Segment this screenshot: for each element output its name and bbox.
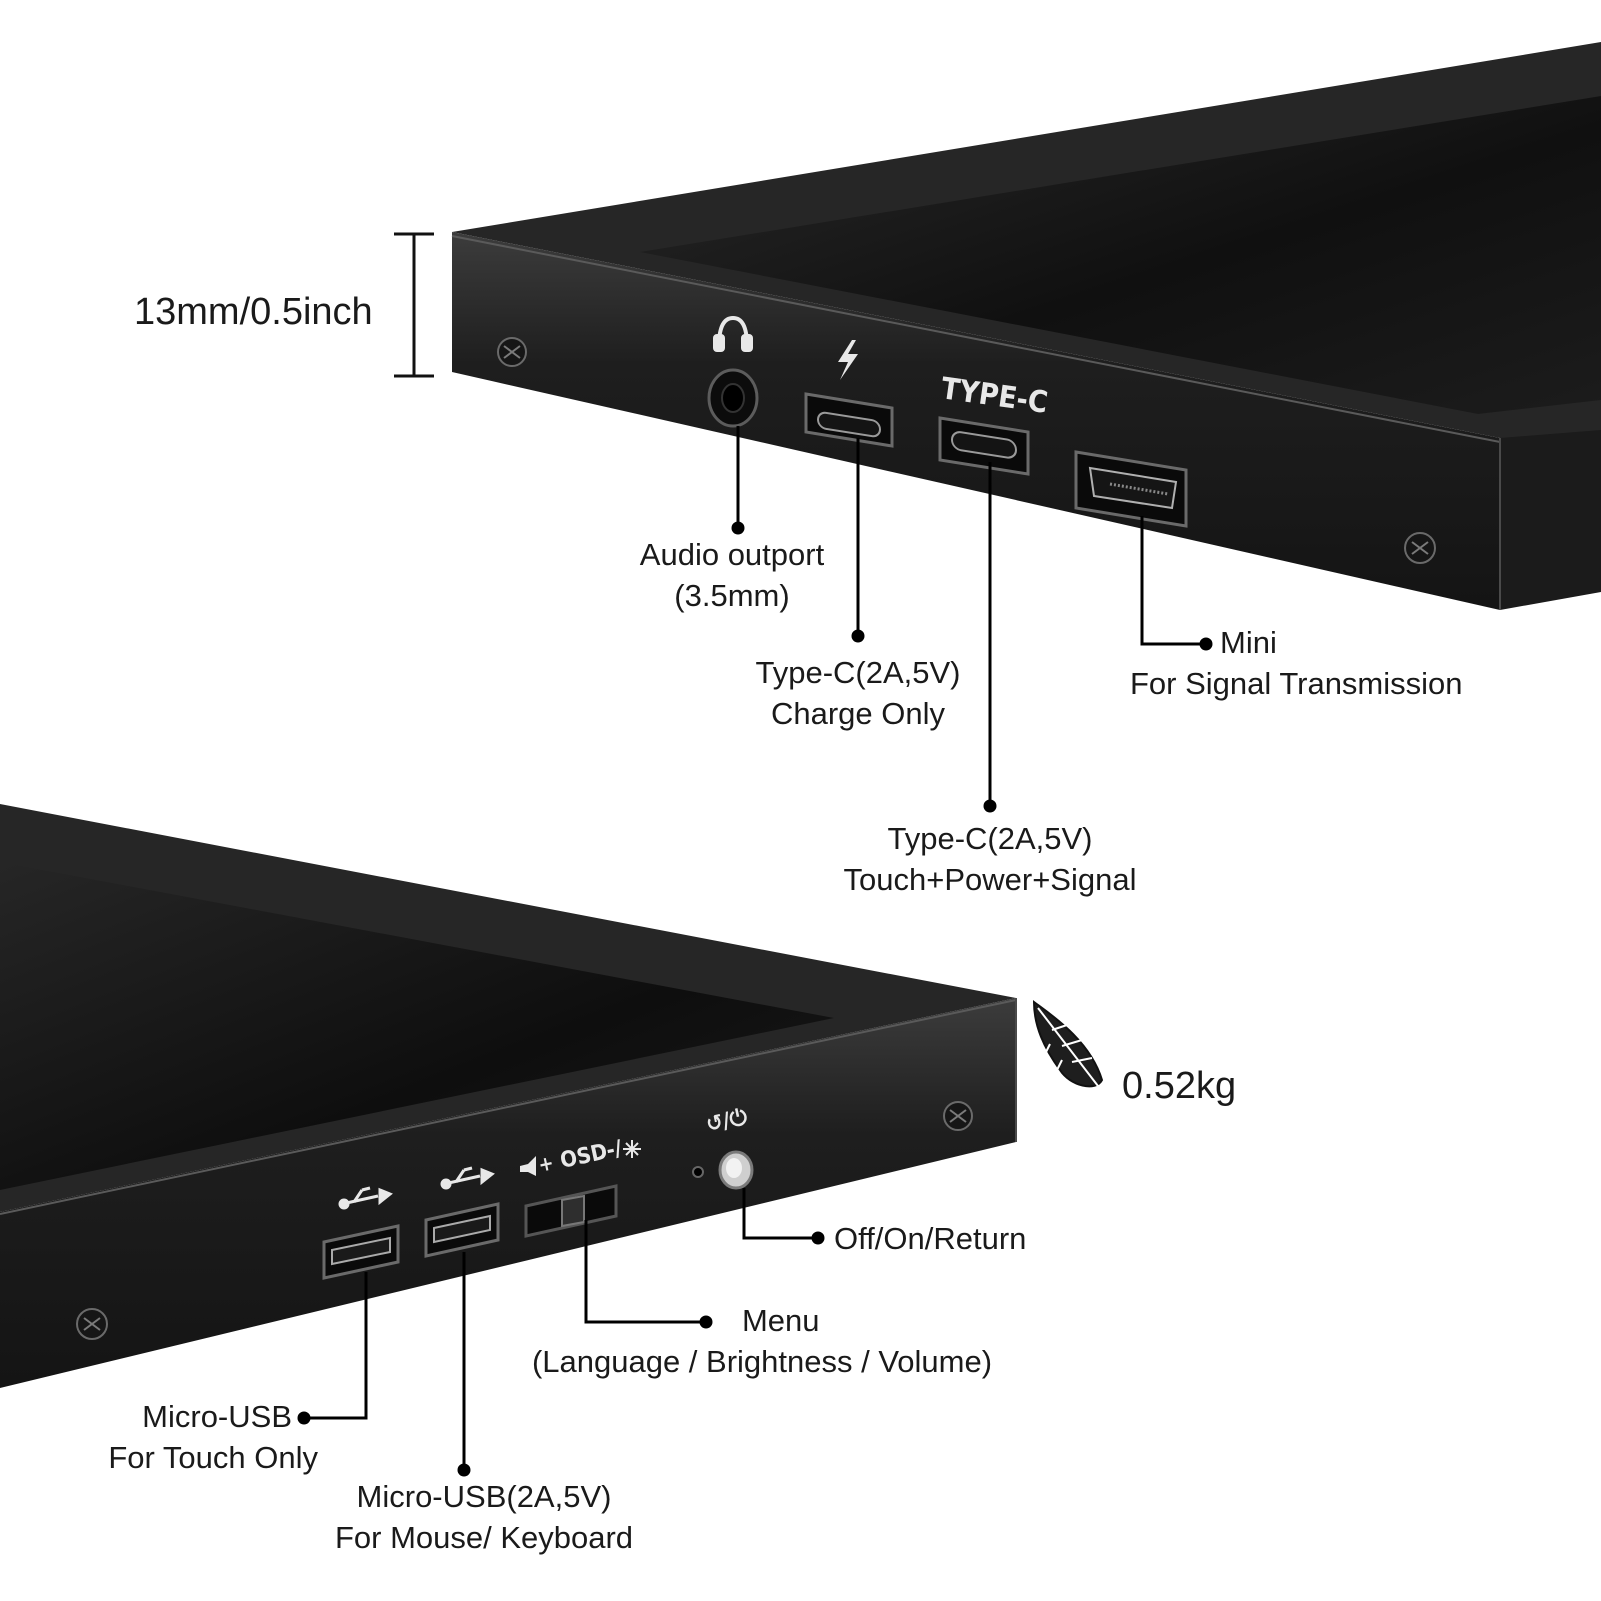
- usb-icon: [338, 1186, 393, 1210]
- volume-icon: [520, 1156, 536, 1176]
- screw-icon: [943, 1101, 973, 1131]
- top-monitor-side-edge: [1500, 430, 1601, 610]
- mini-hdmi-line2: For Signal Transmission: [1130, 666, 1463, 701]
- top-monitor-screen: [640, 96, 1601, 414]
- power-button: [718, 1150, 754, 1190]
- typec-charge-label: Type-C(2A,5V) Charge Only: [755, 652, 960, 734]
- weight-label: 0.52kg: [1122, 1064, 1236, 1108]
- typec-signal-label: Type-C(2A,5V) Touch+Power+Signal: [844, 818, 1137, 900]
- feather-icon: [1032, 999, 1104, 1088]
- menu-line2: (Language / Brightness / Volume): [531, 1344, 993, 1379]
- brightness-icon: [623, 1140, 641, 1158]
- volume-marking: +: [536, 1150, 556, 1177]
- menu-line1: Menu: [741, 1303, 820, 1338]
- bottom-monitor-screen: [0, 862, 834, 1190]
- mini-hdmi-label: Mini For Signal Transmission: [1130, 622, 1463, 704]
- thickness-dimension: [394, 232, 434, 378]
- typec-charge-port: [804, 392, 894, 448]
- brightness-marking: -/: [604, 1136, 625, 1164]
- mini-hdmi-line1: Mini: [1220, 625, 1277, 660]
- led-indicator: [692, 1166, 704, 1178]
- mini-hdmi-port: [1074, 450, 1188, 528]
- top-monitor: TYPE-C: [451, 42, 1601, 610]
- menu-label: Menu (Language / Brightness / Volume): [532, 1300, 992, 1382]
- weight-text: 0.52kg: [1122, 1065, 1237, 1107]
- thickness-text: 13mm/0.5inch: [134, 291, 373, 333]
- audio-outport-label: Audio outport (3.5mm): [640, 534, 824, 616]
- bottom-callout-lines: [297, 1188, 825, 1477]
- top-callout-lines: [731, 426, 1213, 813]
- power-button-label: Off/On/Return: [834, 1218, 1026, 1259]
- typec-signal-line1: Type-C(2A,5V): [887, 821, 1093, 856]
- typec-signal-line2: Touch+Power+Signal: [843, 862, 1137, 897]
- audio-outport-line1: Audio outport: [639, 537, 825, 572]
- headphone-icon: [713, 315, 753, 352]
- micro-usb-touch-port: [322, 1224, 400, 1280]
- typec-charge-line2: Charge Only: [770, 696, 946, 731]
- audio-outport-line2: (3.5mm): [674, 578, 790, 613]
- audio-jack-port: [707, 368, 759, 428]
- micro-usb-mouse-line1: Micro-USB(2A,5V): [356, 1479, 612, 1514]
- micro-usb-mouse-line2: For Mouse/ Keyboard: [334, 1520, 634, 1555]
- micro-usb-mouse-label: Micro-USB(2A,5V) For Mouse/ Keyboard: [335, 1476, 633, 1558]
- lightning-icon: [838, 340, 858, 380]
- micro-usb-mouse-port: [424, 1202, 500, 1258]
- micro-usb-touch-label: Micro-USB For Touch Only: [108, 1396, 318, 1478]
- micro-usb-touch-line1: Micro-USB: [142, 1399, 292, 1434]
- top-monitor-front-edge: [452, 232, 1500, 610]
- usb-icon: [440, 1166, 495, 1190]
- typec-signal-port: [938, 416, 1030, 476]
- thickness-label: 13mm/0.5inch: [134, 290, 373, 334]
- screw-icon: [76, 1308, 108, 1340]
- power-button-line1: Off/On/Return: [834, 1221, 1027, 1256]
- osd-toggle-switch: [524, 1184, 618, 1238]
- bottom-monitor-front-edge: [0, 998, 1016, 1388]
- screw-icon: [1404, 532, 1436, 564]
- micro-usb-touch-line2: For Touch Only: [108, 1440, 318, 1475]
- bottom-monitor: + OSD -/ ↺/⏻: [0, 804, 1017, 1388]
- screw-icon: [497, 337, 527, 367]
- typec-charge-line1: Type-C(2A,5V): [755, 655, 961, 690]
